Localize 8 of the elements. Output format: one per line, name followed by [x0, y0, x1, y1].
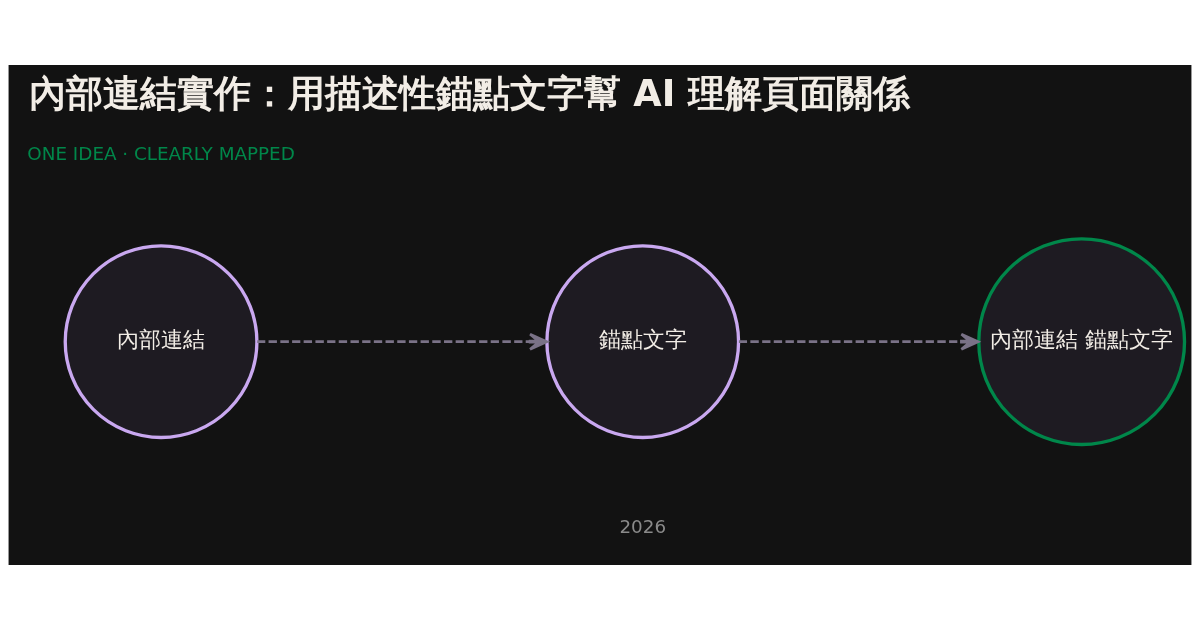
diagram-title: 內部連結實作：用描述性錨點文字幫 AI 理解頁面關係 [28, 72, 911, 115]
label: ONE IDEA · CLEARLY MAPPED [27, 142, 295, 164]
node-circle: 錨點文字 [545, 244, 741, 440]
arrow [738, 332, 980, 351]
label: 2026 [619, 516, 667, 537]
node-circle: 內部連結 [63, 244, 259, 440]
node-circle: 內部連結 錨點文字 [977, 237, 1187, 447]
arrow [257, 332, 549, 351]
